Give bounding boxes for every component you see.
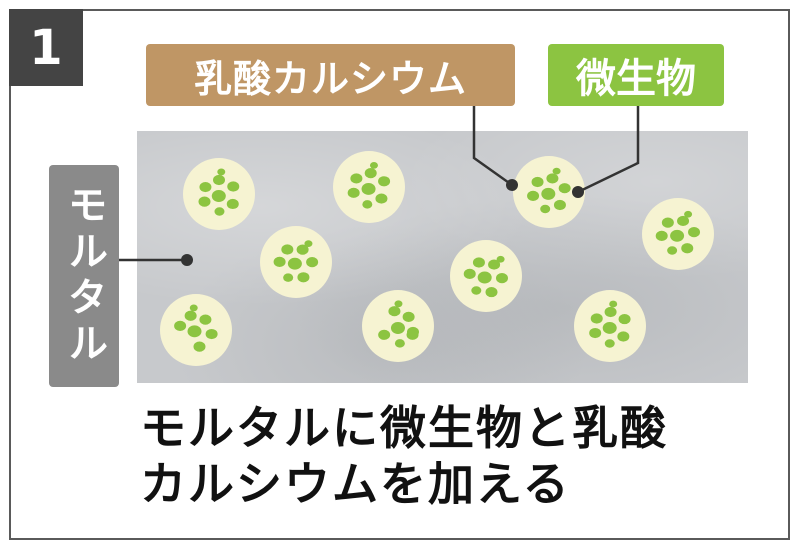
capsule — [642, 198, 714, 270]
microbe-dot — [667, 246, 678, 255]
microbe-dot — [394, 339, 405, 348]
microbe-dot — [362, 200, 373, 209]
microbe-label: 微生物 — [548, 44, 724, 106]
capsule — [513, 156, 585, 228]
capsule — [574, 290, 646, 362]
microbe-dot — [189, 304, 198, 312]
microbe-dot — [187, 325, 202, 338]
microbe-dot — [199, 181, 212, 193]
microbe-dot — [378, 329, 391, 340]
microbe-dot — [463, 268, 476, 279]
caption-line-2: カルシウムを加える — [140, 457, 571, 511]
microbe-dot — [496, 255, 505, 263]
mortar-label: モルタル — [49, 165, 119, 387]
caption-line-1: モルタルに微生物と乳酸 — [140, 401, 668, 455]
mortar-block — [137, 131, 748, 383]
microbe-dot — [364, 168, 377, 179]
calcium-lactate-label: 乳酸カルシウム — [146, 44, 515, 106]
microbe-dot — [540, 204, 551, 214]
microbe-dot — [617, 331, 630, 342]
microbe-dot — [211, 190, 226, 202]
microbe-dot — [552, 167, 561, 175]
microbe-dot — [388, 306, 401, 317]
microbe-dot — [217, 168, 226, 176]
microbe-dot — [184, 310, 197, 321]
microbe-dot — [553, 199, 566, 211]
capsule — [260, 226, 332, 298]
microbe-dot — [306, 257, 319, 268]
microbe-dot — [213, 174, 225, 186]
microbe-dot — [485, 286, 498, 298]
microbe-dot — [369, 161, 378, 169]
microbe-dot — [618, 313, 631, 325]
microbe-dot — [589, 327, 602, 339]
microbe-dot — [681, 243, 694, 254]
microbe-dot — [283, 273, 294, 282]
microbe-dot — [558, 183, 571, 194]
capsule-layer — [160, 151, 714, 366]
capsule — [333, 151, 405, 223]
microbe-dot — [590, 313, 603, 324]
microbe-dot — [541, 187, 556, 200]
capsule — [450, 240, 522, 312]
microbe-dot — [227, 181, 240, 192]
microbe-dot — [378, 176, 391, 187]
step-number-badge: 1 — [9, 9, 83, 86]
microbe-dot — [477, 271, 492, 284]
microbe-dot — [402, 311, 415, 322]
microbe-dot — [471, 286, 482, 295]
microbe-dot — [205, 328, 218, 340]
microbe-dot — [390, 322, 405, 334]
microbe-dot — [546, 173, 559, 184]
microbe-dot — [226, 198, 239, 210]
capsule — [362, 290, 434, 362]
microbe-dot — [375, 193, 388, 204]
microbe-dot — [214, 207, 225, 216]
microbe-dot — [361, 182, 376, 195]
microbe-dot — [495, 272, 508, 284]
microbe-dot — [472, 257, 485, 268]
microbe-dot — [602, 322, 617, 334]
microbe-dot — [488, 259, 501, 270]
microbe-dot — [531, 176, 544, 188]
diagram-frame — [9, 9, 790, 540]
microbe-dot — [684, 210, 693, 218]
microbe-dot — [655, 230, 668, 242]
microbe-dot — [198, 196, 211, 207]
microbe-dot — [604, 306, 617, 318]
microbe-dot — [287, 257, 302, 270]
microbe-dot — [609, 300, 618, 308]
microbe-dot — [273, 256, 286, 267]
microbe-dot — [661, 217, 674, 228]
microbe-dot — [281, 244, 294, 255]
capsule — [160, 294, 232, 366]
microbe-dot — [304, 240, 313, 248]
microbe-dot — [350, 173, 363, 184]
microbe-dot — [347, 187, 360, 198]
microbe-dot — [195, 342, 205, 352]
capsule — [183, 158, 255, 230]
microbe-dot — [677, 215, 690, 227]
caption: モルタルに微生物と乳酸 カルシウムを加える — [140, 400, 780, 512]
microbe-dot — [406, 329, 419, 340]
microbe-dot — [670, 229, 685, 242]
microbe-dot — [174, 320, 187, 331]
microbe-dot — [296, 244, 309, 255]
microbe-dot — [394, 300, 403, 308]
microbe-dot — [527, 190, 540, 201]
microbe-dot — [604, 339, 615, 348]
microbe-dot — [688, 227, 701, 238]
microbe-dot — [297, 272, 310, 283]
microbe-dot — [199, 314, 212, 325]
